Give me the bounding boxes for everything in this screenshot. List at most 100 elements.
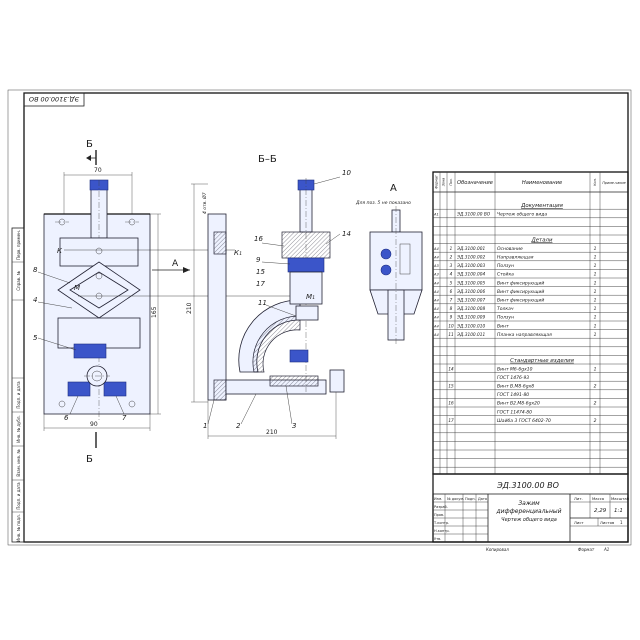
- spec-section-docs: Документация: [520, 203, 563, 209]
- view-a-label: А: [390, 183, 397, 194]
- spec-parts-des: ЭД.3100.006: [456, 289, 485, 295]
- spec-parts-qty: 1: [594, 298, 597, 304]
- spec-standard-pos: 15: [448, 384, 454, 389]
- strip-text-2: Справ. №: [16, 271, 21, 290]
- spec-parts-qty: 1: [594, 263, 597, 269]
- tb-prov: Пров.: [434, 513, 444, 517]
- spec-parts-name: Винт фиксирующий: [497, 289, 544, 295]
- spec-parts-qty: 1: [594, 255, 597, 261]
- spec-docs-fmt: А1: [433, 213, 439, 217]
- title-block: ЭД.3100.00 ВО Изм. № докум. Подп. Дата Р…: [432, 473, 630, 543]
- left-side-strip: Перв. примен. Справ. № Подп. и дата Инв.…: [11, 227, 25, 543]
- top-designation-text: ЭД.3100.00 ВО: [29, 95, 80, 103]
- spec-parts-qty: 1: [594, 332, 597, 338]
- strip-text-5: Взам. инв. №: [16, 449, 21, 476]
- spec-standard-qty: 2: [594, 401, 597, 407]
- tb-scale: 1:1: [614, 508, 623, 514]
- cut-mark-b-bottom: Б: [86, 454, 93, 465]
- spec-parts-name: Стойка: [497, 272, 514, 278]
- cut-mark-b-top: Б: [86, 139, 93, 150]
- spec-parts-fmt: А4: [433, 247, 439, 251]
- section-label: Б–Б: [258, 154, 277, 165]
- spec-parts-pos: 9: [450, 315, 453, 320]
- spec-section-standard: Стандартные изделия: [510, 358, 574, 364]
- spec-standard-name: Шайба 3 ГОСТ 6402-70: [497, 418, 551, 424]
- spec-header-note: Приме-чание: [602, 181, 625, 185]
- tb-utv: Утв.: [434, 537, 441, 541]
- spec-standard-name: Винт В2.М8-6gх20: [497, 401, 540, 407]
- spec-parts-name: Толкач: [497, 306, 514, 312]
- spec-parts-pos: 3: [450, 263, 453, 268]
- tb-scale-label: Масштаб: [611, 496, 630, 501]
- spec-parts-pos: 5: [450, 280, 453, 285]
- spec-parts-pos: 6: [450, 289, 453, 294]
- strip-text-6: Подп. и дата: [16, 482, 21, 510]
- pos-16: 16: [254, 235, 263, 243]
- spec-parts-qty: 1: [594, 323, 597, 329]
- spec-parts-qty: 1: [594, 280, 597, 286]
- spec-parts-name: Винт фиксирующий: [497, 280, 544, 286]
- spec-parts-qty: 1: [594, 272, 597, 278]
- spec-parts-name: Винт: [497, 323, 509, 329]
- spec-standard-qty: 2: [594, 418, 597, 424]
- spec-parts-des: ЭД.3100.008: [456, 306, 485, 312]
- pos-3: 3: [292, 422, 296, 430]
- callout-k1: К₁: [234, 249, 242, 257]
- spec-parts-pos: 1: [450, 246, 453, 251]
- dim-height: 165: [151, 306, 158, 318]
- tb-ndoc: № докум.: [447, 497, 464, 501]
- format-value: А1: [603, 547, 609, 552]
- tb-title-3: Чертеж общего вида: [501, 517, 557, 523]
- format-caption: Формат: [578, 547, 595, 552]
- dim-top-width: 70: [94, 167, 102, 174]
- view-a: А Для поз. 5 не показано: [355, 183, 423, 346]
- spec-parts-name: Винт фиксирующий: [497, 298, 544, 304]
- pos-6: 6: [64, 414, 69, 422]
- tb-title-2: дифференциальный: [495, 508, 561, 515]
- spec-parts-pos: 10: [448, 323, 454, 328]
- spec-parts-fmt: А3: [433, 264, 439, 268]
- tb-izm: Изм.: [434, 497, 442, 501]
- spec-parts-des: ЭД.3100.003: [456, 263, 485, 269]
- spec-parts-des: ЭД.3100.010: [456, 323, 485, 329]
- pos-1: 1: [203, 422, 207, 430]
- spec-header-designation: Обозначение: [457, 180, 493, 186]
- spec-parts-des: ЭД.3100.007: [456, 298, 485, 304]
- spec-header-zone: Зона: [442, 178, 446, 187]
- spec-header-name: Наименование: [522, 180, 562, 186]
- top-designation-box: ЭД.3100.00 ВО: [23, 92, 85, 107]
- tb-razrab: Разраб.: [434, 505, 448, 509]
- section-view-bb: Б–Б 4 отв. Ø7 210 К₁ М₁: [186, 154, 351, 439]
- pos-14: 14: [342, 230, 351, 238]
- sheet-outer-border: [7, 89, 632, 546]
- pos-11: 11: [258, 299, 267, 307]
- spec-parts-fmt: А3: [433, 273, 439, 277]
- strip-text-1: Перв. примен.: [16, 230, 21, 260]
- spec-parts-fmt: А4: [433, 281, 439, 285]
- pos-2: 2: [236, 422, 241, 430]
- strip-text-7: Инв. № подл.: [16, 514, 21, 542]
- spec-parts-fmt: А4: [433, 324, 439, 328]
- callout-k: К: [57, 247, 63, 255]
- spec-parts-des: ЭД.3100.002: [456, 255, 485, 261]
- spec-parts-qty: 1: [594, 315, 597, 321]
- spec-standard-qty: 1: [594, 366, 597, 372]
- copied-caption: Копировал: [486, 547, 509, 552]
- gear-part-5: [73, 343, 107, 359]
- pos-17: 17: [256, 280, 265, 288]
- spec-parts-name: Ползун: [497, 263, 514, 269]
- spec-parts-name: Основание: [497, 246, 523, 252]
- pos-10: 10: [342, 169, 351, 177]
- dim-bottom-width: 90: [90, 421, 98, 428]
- pos-5: 5: [33, 334, 38, 342]
- spec-standard-pos: 16: [448, 401, 454, 406]
- spec-parts-des: ЭД.3100.005: [456, 280, 485, 286]
- spec-parts-pos: 7: [450, 298, 453, 303]
- spec-parts-des: ЭД.3100.004: [456, 272, 485, 278]
- spec-docs-name: Чертеж общего вида: [497, 212, 547, 218]
- spec-header-format: Формат: [435, 174, 439, 189]
- pos-8: 8: [33, 266, 38, 274]
- dim-section-width: 210: [266, 429, 278, 436]
